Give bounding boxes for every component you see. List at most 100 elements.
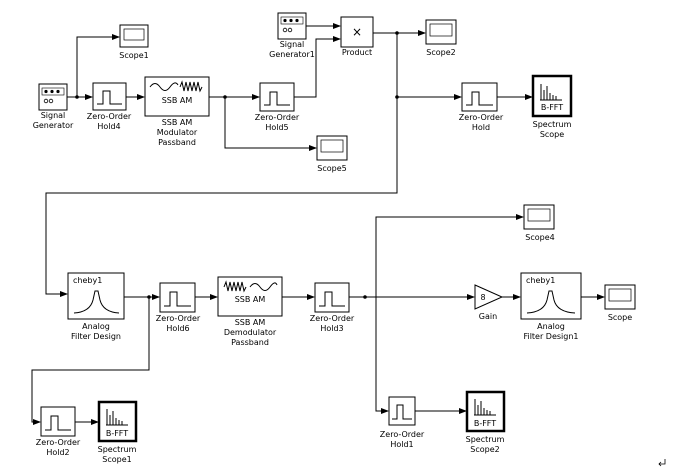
cheby1-label: cheby1 bbox=[526, 276, 555, 285]
branch-point bbox=[75, 95, 79, 99]
analog-filter-label-2: Filter Design bbox=[71, 332, 121, 341]
line-to-analog-filter[interactable] bbox=[45, 97, 398, 297]
zero-order-hold4-label-2: Hold4 bbox=[97, 122, 120, 131]
spectrum-bars-icon bbox=[474, 399, 496, 416]
spectrum-bars-icon bbox=[540, 84, 562, 101]
signal-generator1-block[interactable]: Signal Generator1 bbox=[269, 12, 315, 59]
line-to-scope4[interactable] bbox=[375, 214, 524, 297]
line-ssbmod-scope5[interactable] bbox=[224, 97, 317, 151]
zero-order-hold-label-2: Hold bbox=[472, 123, 490, 132]
spectrum-scope1-block[interactable]: B-FFT Spectrum Scope1 bbox=[98, 400, 138, 464]
zero-order-hold5-label-2: Hold5 bbox=[265, 123, 288, 132]
line-filter-zoh2[interactable] bbox=[31, 297, 150, 425]
zero-order-hold2-label: Zero-Order bbox=[36, 438, 81, 447]
gain-block[interactable]: 8 Gain bbox=[474, 284, 504, 321]
zero-order-hold1-label: Zero-Order bbox=[380, 430, 425, 439]
gain-value: 8 bbox=[480, 293, 485, 302]
spectrum-scope2-label-2: Scope2 bbox=[470, 445, 499, 454]
zero-order-hold4-block[interactable]: Zero-Order Hold4 bbox=[87, 82, 132, 131]
scope-label: Scope bbox=[608, 313, 632, 322]
sine-wave-icon bbox=[249, 282, 278, 291]
zoh-step-icon bbox=[45, 415, 71, 431]
bfft-label: B-FFT bbox=[106, 429, 128, 438]
line-sg-scope1[interactable] bbox=[76, 34, 120, 97]
zoh-step-icon bbox=[264, 91, 290, 106]
zero-order-hold6-block[interactable]: Zero-Order Hold6 bbox=[156, 282, 201, 333]
multiply-icon: × bbox=[352, 25, 362, 39]
line-to-zoh1[interactable] bbox=[375, 297, 389, 414]
spectrum-scope-block[interactable]: B-FFT Spectrum Scope bbox=[531, 74, 573, 139]
analog-filter-design1-block[interactable]: cheby1 Analog Filter Design1 bbox=[520, 272, 582, 341]
product-label: Product bbox=[342, 48, 372, 57]
scope2-block[interactable]: Scope2 bbox=[425, 19, 457, 57]
zero-order-hold3-label-2: Hold3 bbox=[320, 324, 343, 333]
ssb-mod-inner-label: SSB AM bbox=[162, 96, 193, 105]
bandpass-icon bbox=[526, 290, 576, 314]
analog-filter-design-block[interactable]: cheby1 Analog Filter Design bbox=[67, 272, 125, 341]
zero-order-hold1-label-2: Hold1 bbox=[390, 440, 413, 449]
scope1-label: Scope1 bbox=[119, 51, 148, 60]
zoh-step-icon bbox=[164, 291, 191, 307]
zero-order-hold4-label: Zero-Order bbox=[87, 112, 132, 121]
bfft-label: B-FFT bbox=[541, 103, 563, 112]
ssb-demod-label-2: Demodulator bbox=[224, 328, 277, 337]
zero-order-hold3-block[interactable]: Zero-Order Hold3 bbox=[310, 282, 355, 333]
ssb-mod-label-2: Modulator bbox=[157, 128, 198, 137]
bandpass-icon bbox=[73, 290, 120, 314]
zero-order-hold-block[interactable]: Zero-Order Hold bbox=[459, 82, 504, 132]
ssb-demod-label: SSB AM bbox=[235, 318, 266, 327]
gain-label: Gain bbox=[479, 312, 497, 321]
ssb-demod-inner-label: SSB AM bbox=[235, 295, 266, 304]
product-block[interactable]: × Product bbox=[340, 16, 374, 57]
analog-filter1-label: Analog bbox=[537, 322, 565, 331]
spectrum-scope2-label: Spectrum bbox=[466, 435, 505, 444]
ssb-demod-label-3: Passband bbox=[231, 338, 269, 347]
zoh-step-icon bbox=[466, 91, 493, 106]
bfft-label: B-FFT bbox=[474, 419, 496, 428]
scope-block[interactable]: Scope bbox=[604, 284, 636, 322]
spectrum-scope1-label: Spectrum bbox=[98, 445, 137, 454]
cheby1-label: cheby1 bbox=[73, 276, 102, 285]
zero-order-hold2-block[interactable]: Zero-Order Hold2 bbox=[36, 406, 81, 457]
signal-generator1-label-2: Generator1 bbox=[269, 50, 315, 59]
scope1-block[interactable]: Scope1 bbox=[119, 24, 149, 60]
branch-point bbox=[363, 295, 367, 299]
ssb-mod-label-3: Passband bbox=[158, 138, 196, 147]
spectrum-scope-label-2: Scope bbox=[540, 130, 564, 139]
zero-order-hold2-label-2: Hold2 bbox=[46, 448, 69, 457]
zero-order-hold5-block[interactable]: Zero-Order Hold5 bbox=[255, 82, 300, 132]
zero-order-hold1-block[interactable]: Zero-Order Hold1 bbox=[380, 396, 425, 449]
spectrum-bars-icon bbox=[106, 409, 128, 426]
zero-order-hold5-label: Zero-Order bbox=[255, 113, 300, 122]
signal-generator-block[interactable]: Signal Generator bbox=[33, 83, 74, 130]
sine-wave-icon bbox=[149, 82, 179, 91]
scope2-label: Scope2 bbox=[426, 48, 455, 57]
zero-order-hold3-label: Zero-Order bbox=[310, 314, 355, 323]
line-zoh5-product[interactable] bbox=[294, 36, 341, 98]
scope4-block[interactable]: Scope4 bbox=[523, 204, 555, 242]
signal-lines bbox=[31, 23, 605, 425]
zero-order-hold6-label: Zero-Order bbox=[156, 314, 201, 323]
zero-order-hold-label: Zero-Order bbox=[459, 113, 504, 122]
zero-order-hold6-label-2: Hold6 bbox=[166, 324, 189, 333]
signal-generator-label-2: Generator bbox=[33, 121, 74, 130]
signal-generator-label: Signal bbox=[41, 111, 66, 120]
zoh-step-icon bbox=[392, 404, 412, 420]
zoh-step-icon bbox=[97, 90, 122, 105]
spectrum-scope1-label-2: Scope1 bbox=[102, 455, 131, 464]
zoh-step-icon bbox=[319, 291, 345, 307]
modulated-wave-icon bbox=[179, 80, 203, 93]
scope4-label: Scope4 bbox=[525, 233, 554, 242]
signal-generator1-label: Signal bbox=[280, 40, 305, 49]
ssb-am-demodulator-block[interactable]: SSB AM SSB AM Demodulator Passband bbox=[217, 276, 283, 347]
return-mark-icon bbox=[658, 459, 666, 467]
scope5-block[interactable]: Scope5 bbox=[316, 135, 348, 173]
modulated-wave-icon bbox=[223, 280, 247, 293]
analog-filter-label: Analog bbox=[82, 322, 110, 331]
spectrum-scope2-block[interactable]: B-FFT Spectrum Scope2 bbox=[466, 390, 506, 454]
analog-filter1-label-2: Filter Design1 bbox=[523, 332, 578, 341]
ssb-am-modulator-block[interactable]: SSB AM SSB AM Modulator Passband bbox=[144, 76, 210, 147]
scope5-label: Scope5 bbox=[317, 164, 346, 173]
spectrum-scope-label: Spectrum bbox=[533, 120, 572, 129]
